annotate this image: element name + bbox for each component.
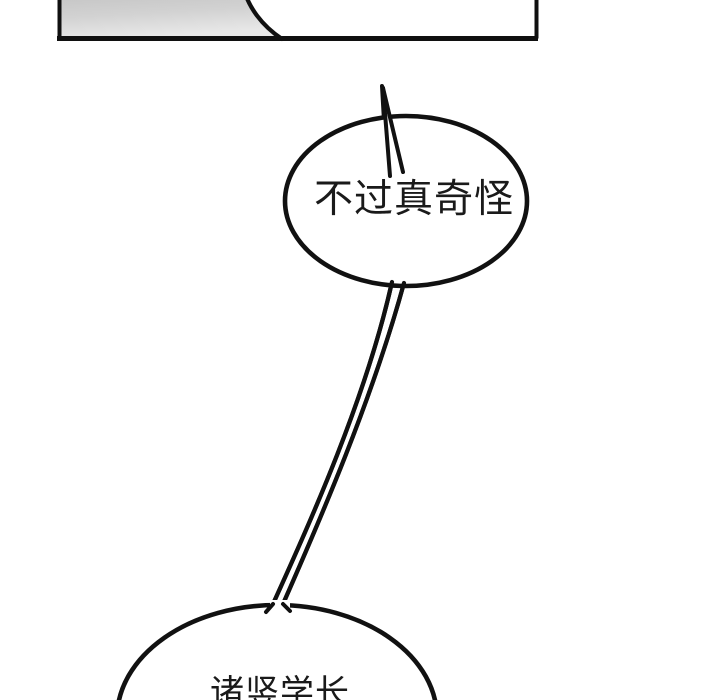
bubble-upper: [270, 84, 530, 607]
bubble-lower-text: 诸竖学长: [210, 673, 350, 700]
bubble-upper-body: [282, 113, 530, 289]
panel-inner-curve: [245, 0, 285, 42]
top-panel-fragment: [57, 0, 539, 42]
bubble-lower: [116, 600, 438, 700]
bubble-upper-text: 不过真奇怪: [314, 177, 515, 222]
panel-grey-shape: [59, 0, 281, 38]
